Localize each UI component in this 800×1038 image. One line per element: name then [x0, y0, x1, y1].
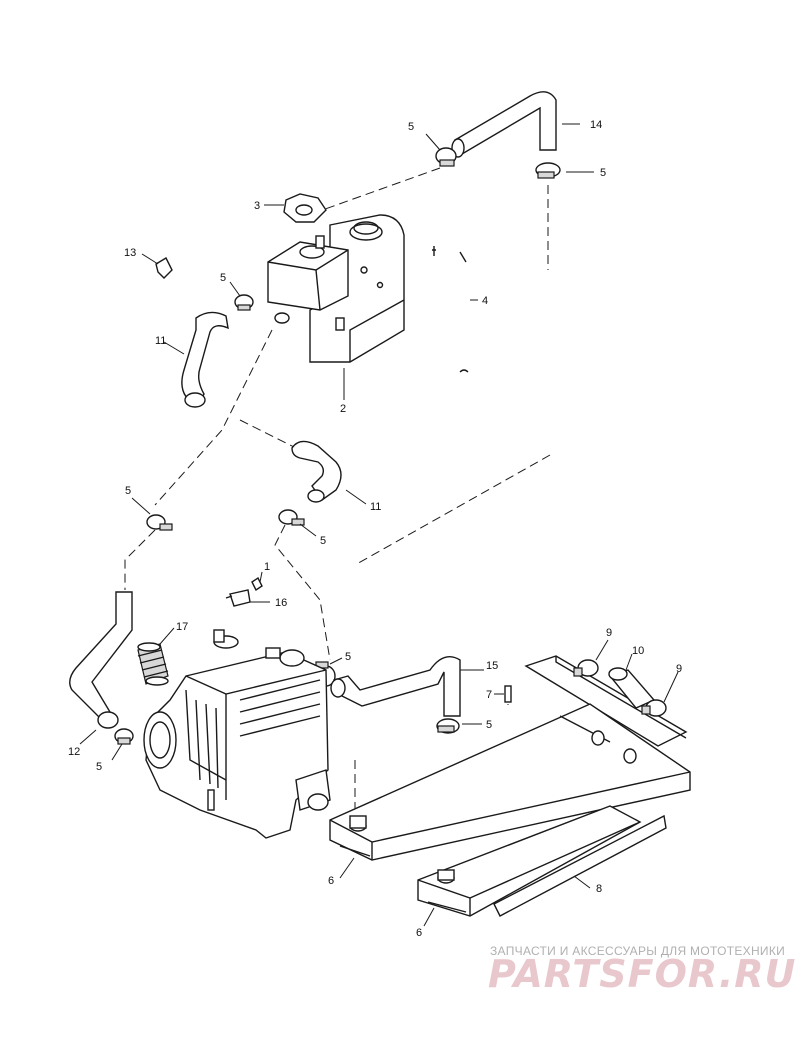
- callout-10: 10: [632, 645, 644, 657]
- callout-5: 5: [125, 485, 131, 497]
- bolt-7: [504, 685, 512, 703]
- callout-5: 5: [600, 167, 606, 179]
- callout-17: 17: [176, 621, 188, 633]
- callout-13: 13: [124, 247, 136, 259]
- callout-14: 14: [590, 119, 602, 131]
- leader-lines: [79, 123, 679, 927]
- clamp-5-c: [234, 294, 254, 311]
- callout-5: 5: [408, 121, 414, 133]
- callout-3: 3: [254, 200, 260, 212]
- callout-1: 1: [264, 561, 270, 573]
- hose-14: [451, 91, 557, 158]
- callout-12: 12: [68, 746, 80, 758]
- callout-2: 2: [340, 403, 346, 415]
- clamp-5-h: [114, 728, 134, 745]
- callout-9: 9: [606, 627, 612, 639]
- engine: [143, 629, 331, 839]
- radiator-6-lower: [417, 805, 642, 917]
- clamp-9-b: [641, 699, 667, 717]
- callout-4: 4: [482, 295, 488, 307]
- watermark-logo: PARTSFOR.RU: [488, 952, 797, 996]
- hose-12: [69, 591, 133, 729]
- clamp-5-e: [278, 509, 305, 526]
- hose-11-middle: [291, 440, 342, 503]
- small-bolt-4: [432, 246, 469, 373]
- callout-16: 16: [275, 597, 287, 609]
- hose-11-upper: [181, 311, 229, 408]
- callout-5: 5: [320, 535, 326, 547]
- radiator-6-upper: [329, 703, 691, 861]
- callout-11: 11: [155, 335, 166, 347]
- callout-5: 5: [220, 272, 226, 284]
- clamp-5-a: [435, 147, 457, 167]
- callout-6: 6: [328, 875, 334, 887]
- fitting-13: [155, 257, 173, 279]
- callout-5: 5: [345, 651, 351, 663]
- hose-15: [330, 656, 461, 717]
- strip-8: [493, 814, 667, 917]
- clamp-5-g: [436, 718, 460, 734]
- callout-5: 5: [486, 719, 492, 731]
- hose-17: [137, 642, 169, 686]
- connector-hose-10: [608, 667, 656, 709]
- watermark-tagline: ЗАПЧАСТИ И АКСЕССУАРЫ ДЛЯ МОТОТЕХНИКИ: [490, 944, 786, 958]
- callout-7: 7: [486, 689, 492, 701]
- callout-15: 15: [486, 660, 498, 672]
- callout-9: 9: [676, 663, 682, 675]
- callout-labels: 14 5 5 3 13 5 4 11 2 11 5 5 1 16 17 5 15…: [68, 119, 682, 939]
- tank-cap-3: [283, 193, 327, 223]
- clamp-5-d: [146, 514, 173, 531]
- callout-5: 5: [96, 761, 102, 773]
- clamp-9-a: [573, 659, 599, 677]
- expansion-tank-4: [267, 235, 384, 331]
- callout-8: 8: [596, 883, 602, 895]
- callout-6: 6: [416, 927, 422, 939]
- callout-11: 11: [370, 501, 381, 513]
- clamp-5-b: [535, 162, 561, 179]
